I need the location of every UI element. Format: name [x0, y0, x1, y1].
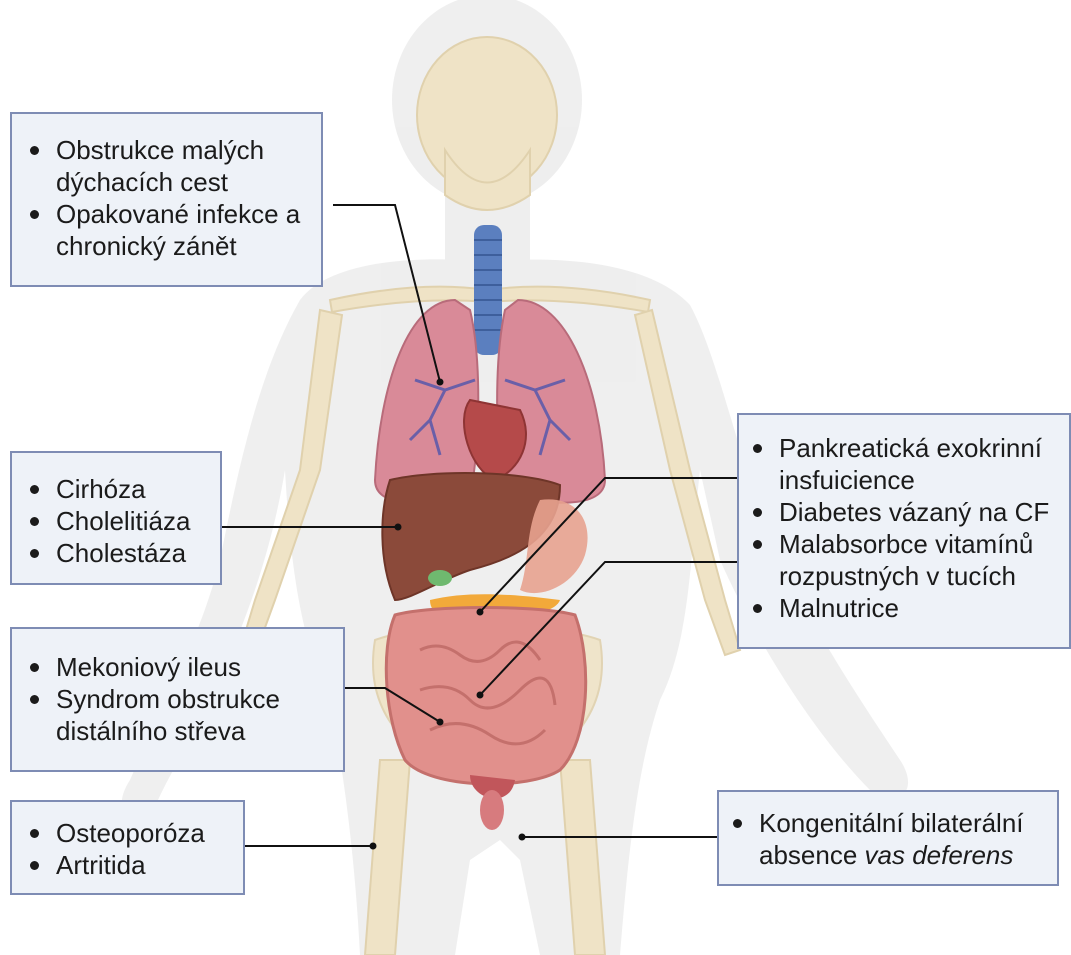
pancreas-item-2: Diabetes vázaný na CF: [749, 496, 1065, 528]
liver-info-box: Cirhóza Cholelitiáza Cholestáza: [10, 451, 222, 585]
intestine-symptom-list: Mekoniový ileus Syndrom obstrukce distál…: [26, 651, 335, 747]
reproductive-item-1: Kongenitální bilaterální absence vas def…: [729, 807, 1053, 871]
reproductive-line-2-plain: absence: [759, 840, 865, 870]
bones-info-box: Osteoporóza Artritida: [10, 800, 245, 895]
reproductive-info-box: Kongenitální bilaterální absence vas def…: [717, 790, 1059, 886]
bones-item-1: Osteoporóza: [26, 817, 235, 849]
liver-item-3: Cholestáza: [26, 537, 212, 569]
lungs-item-1: Obstrukce malých dýchacích cest: [26, 134, 313, 198]
gallbladder: [428, 570, 452, 586]
liver-symptom-list: Cirhóza Cholelitiáza Cholestáza: [26, 473, 212, 569]
lungs-item-2: Opakované infekce a chronický zánět: [26, 198, 313, 262]
intestine-item-1: Mekoniový ileus: [26, 651, 335, 683]
trachea: [474, 225, 502, 355]
lungs-symptom-list: Obstrukce malých dýchacích cest Opakovan…: [26, 134, 313, 262]
bones-symptom-list: Osteoporóza Artritida: [26, 817, 235, 881]
pancreas-item-3: Malabsorbce vitamínů rozpustných v tucíc…: [749, 528, 1065, 592]
pancreas-symptom-list: Pankreatická exokrinní insfuicience Diab…: [749, 432, 1065, 624]
liver-item-2: Cholelitiáza: [26, 505, 212, 537]
pancreas-item-4: Malnutrice: [749, 592, 1065, 624]
liver-item-1: Cirhóza: [26, 473, 212, 505]
vas-deferens-term: vas deferens: [865, 840, 1014, 870]
reproductive-symptom-list: Kongenitální bilaterální absence vas def…: [729, 807, 1053, 871]
reproductive-line-1: Kongenitální bilaterální: [759, 808, 1024, 838]
intestine-item-2: Syndrom obstrukce distálního střeva: [26, 683, 335, 747]
pancreas-item-1: Pankreatická exokrinní insfuicience: [749, 432, 1065, 496]
bones-item-2: Artritida: [26, 849, 235, 881]
intestine-info-box: Mekoniový ileus Syndrom obstrukce distál…: [10, 627, 345, 772]
pancreas-info-box: Pankreatická exokrinní insfuicience Diab…: [737, 413, 1071, 649]
lungs-info-box: Obstrukce malých dýchacích cest Opakovan…: [10, 112, 323, 287]
